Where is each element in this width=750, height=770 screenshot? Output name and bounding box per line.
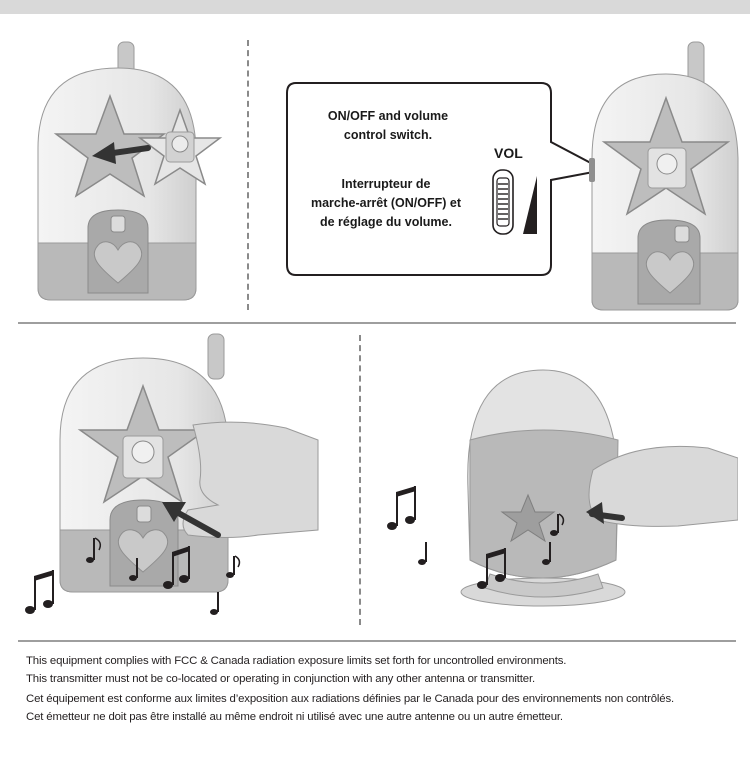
compliance-notice: This equipment complies with FCC & Canad… — [26, 655, 726, 729]
volume-switch-icon — [491, 168, 551, 240]
panel-press-music — [18, 330, 328, 620]
monitor-music-illustration — [18, 330, 328, 620]
monitor-insert-photo-illustration — [18, 38, 238, 308]
compliance-line-colocation-fr: Cet émetteur ne doit pas être installé a… — [26, 711, 726, 723]
callout-french: Interrupteur de marche-arrêt (ON/OFF) et… — [286, 175, 486, 232]
panel-volume-switch — [576, 38, 741, 313]
callout-english-line1: ON/OFF and volume — [298, 107, 478, 126]
monitor-front-illustration — [576, 38, 741, 313]
callout-box: ON/OFF and volume control switch. Interr… — [286, 82, 606, 277]
divider-bottom-horizontal — [18, 640, 736, 642]
callout-english-line2: control switch. — [298, 126, 478, 145]
vol-label: VOL — [494, 145, 523, 161]
compliance-line-fcc: This equipment complies with FCC & Canad… — [26, 655, 726, 667]
compliance-line-fcc-fr: Cet équipement est conforme aux limites … — [26, 693, 726, 705]
divider-bottom-vertical — [359, 335, 361, 625]
panel-insert-photo — [18, 38, 238, 308]
panel-night-light — [378, 330, 738, 620]
divider-top-horizontal — [18, 322, 736, 324]
callout-french-line1: Interrupteur de — [286, 175, 486, 194]
top-bar — [0, 0, 750, 14]
divider-top-vertical — [247, 40, 249, 310]
callout-french-line2: marche-arrêt (ON/OFF) et — [286, 194, 486, 213]
compliance-line-colocation: This transmitter must not be co-located … — [26, 673, 726, 685]
callout-french-line3: de réglage du volume. — [286, 213, 486, 232]
callout-english: ON/OFF and volume control switch. — [298, 107, 478, 145]
night-light-illustration — [378, 330, 738, 620]
